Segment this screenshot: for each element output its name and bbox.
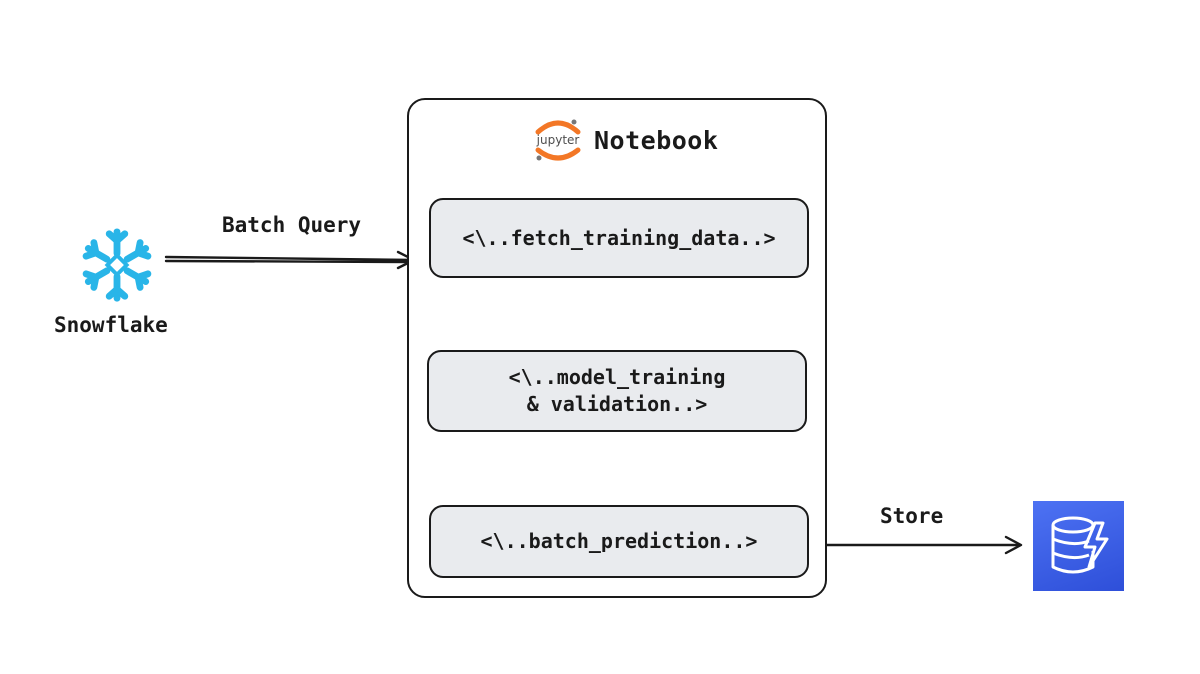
step-batch-prediction: <\..batch_prediction..> [429, 505, 809, 578]
jupyter-logo-icon: jupyter [535, 119, 581, 161]
store-label: Store [880, 504, 944, 528]
batch-query-arrow [164, 255, 415, 264]
store-arrowhead [1004, 535, 1023, 555]
jupyter-logo-text: jupyter [536, 133, 580, 147]
snowflake-label: Snowflake [54, 313, 168, 337]
notebook-title: Notebook [594, 125, 719, 155]
batch-query-label: Batch Query [222, 213, 362, 237]
step-model-training-validation: <\..model_training & validation..> [427, 350, 807, 432]
notebook-header: jupyter Notebook [530, 116, 730, 164]
step-fetch-training-data: <\..fetch_training_data..> [429, 198, 809, 278]
dynamodb-logo-icon [1033, 501, 1124, 591]
snowflake-logo-icon [78, 228, 156, 304]
